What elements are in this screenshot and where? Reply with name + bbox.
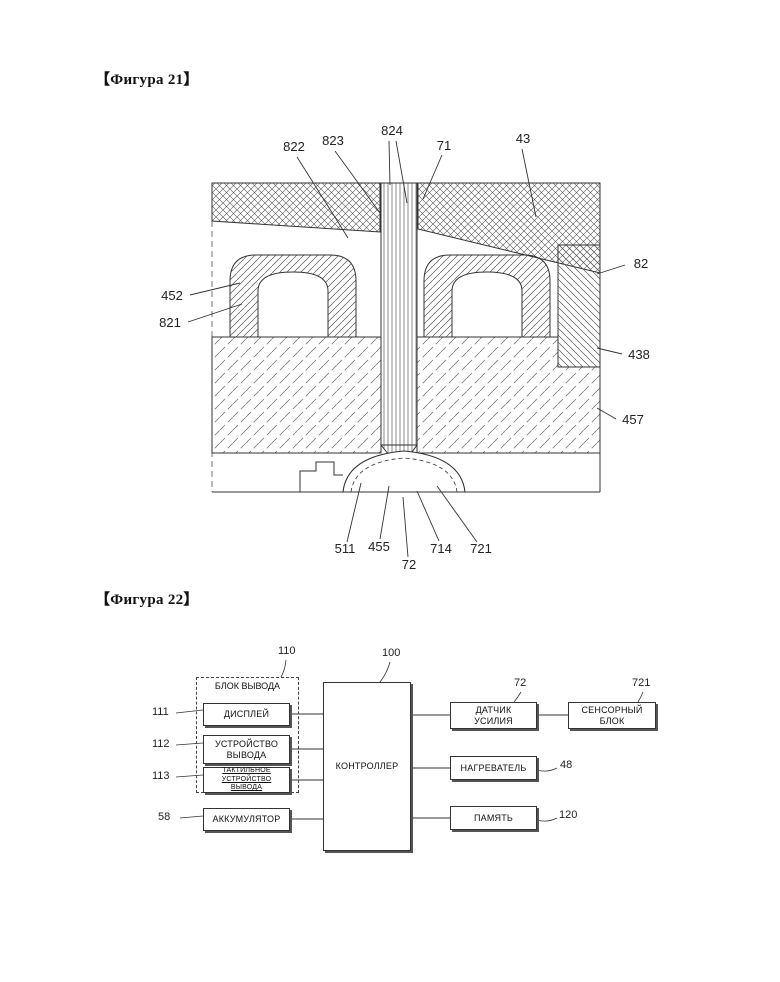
leader-lines (187, 140, 626, 558)
ref-label-721: 721 (470, 541, 492, 556)
force-sensor-box-label: ДАТЧИК УСИЛИЯ (474, 704, 513, 726)
ref-721: 721 (632, 677, 651, 689)
left-arch-member (229, 254, 357, 338)
ref-label-823: 823 (322, 133, 344, 148)
ref-label-511: 511 (335, 541, 356, 556)
battery-box-label: АККУМУЛЯТОР (212, 814, 281, 825)
output-block-label: БЛОК ВЫВОДА (214, 681, 281, 691)
ref-113: 113 (152, 770, 170, 782)
tactile-output-box: ТАКТИЛЬНОЕ УСТРОЙСТВО ВЫВОДА (203, 767, 290, 793)
ref-100: 100 (382, 647, 401, 659)
ref-111: 111 (152, 706, 169, 718)
battery-box: АККУМУЛЯТОР (203, 808, 290, 831)
force-sensor-box: ДАТЧИК УСИЛИЯ (450, 702, 537, 729)
ref-label-43: 43 (516, 131, 530, 146)
push-rod (379, 182, 418, 470)
memory-box-label: ПАМЯТЬ (473, 812, 514, 823)
figure-22-caption: 【Фигура 22】 (95, 592, 199, 608)
cast-band-457 (211, 336, 601, 454)
display-box: ДИСПЛЕЙ (203, 703, 290, 726)
ref-110: 110 (278, 645, 296, 657)
ref-label-455: 455 (368, 539, 390, 554)
ref-72: 72 (514, 677, 527, 689)
ref-label-72: 72 (402, 557, 416, 572)
ref-label-457: 457 (622, 412, 644, 427)
output-device-box: УСТРОЙСТВО ВЫВОДА (203, 735, 290, 764)
ref-label-82: 82 (634, 256, 648, 271)
ref-label-71: 71 (437, 138, 451, 153)
ref-58: 58 (158, 811, 171, 823)
sensor-unit-box-label: СЕНСОРНЫЙ БЛОК (581, 704, 643, 726)
top-crosshatch-housing (211, 182, 601, 274)
right-arch-member (423, 254, 551, 338)
ref-120: 120 (559, 809, 578, 821)
ref-label-824: 824 (381, 123, 403, 138)
figure-22-diagram: БЛОК ВЫВОДА ДИСПЛЕЙ УСТРОЙСТВО ВЫВОДА ТА… (140, 640, 700, 875)
figure-21-caption: 【Фигура 21】 (95, 72, 199, 88)
sensor-unit-box: СЕНСОРНЫЙ БЛОК (568, 702, 656, 729)
display-box-label: ДИСПЛЕЙ (223, 709, 270, 720)
ref-label-822: 822 (283, 139, 305, 154)
ref-leader-lines (175, 659, 644, 822)
bottom-step-detail-511 (299, 461, 343, 492)
controller-box: КОНТРОЛЛЕР (323, 682, 411, 851)
figure-21-drawing: 822 823 824 71 43 82 452 821 438 457 511… (159, 123, 650, 572)
ref-label-438: 438 (628, 347, 650, 362)
connector-lines (290, 713, 568, 820)
ref-labels: 822 823 824 71 43 82 452 821 438 457 511… (159, 123, 650, 572)
memory-box: ПАМЯТЬ (450, 806, 537, 830)
heater-box-label: НАГРЕВАТЕЛЬ (460, 762, 527, 773)
ref-label-452: 452 (161, 288, 183, 303)
output-device-box-label: УСТРОЙСТВО ВЫВОДА (214, 738, 279, 760)
ref-label-821: 821 (159, 315, 181, 330)
dome-membrane (299, 450, 466, 493)
ref-label-714: 714 (430, 541, 452, 556)
figure-22-connectors (175, 659, 644, 822)
tactile-output-box-label: ТАКТИЛЬНОЕ УСТРОЙСТВО ВЫВОДА (221, 766, 272, 792)
heater-box: НАГРЕВАТЕЛЬ (450, 756, 537, 780)
controller-box-label: КОНТРОЛЛЕР (335, 761, 399, 772)
ref-48: 48 (560, 759, 573, 771)
ref-112: 112 (152, 738, 170, 750)
right-side-block (557, 244, 601, 368)
